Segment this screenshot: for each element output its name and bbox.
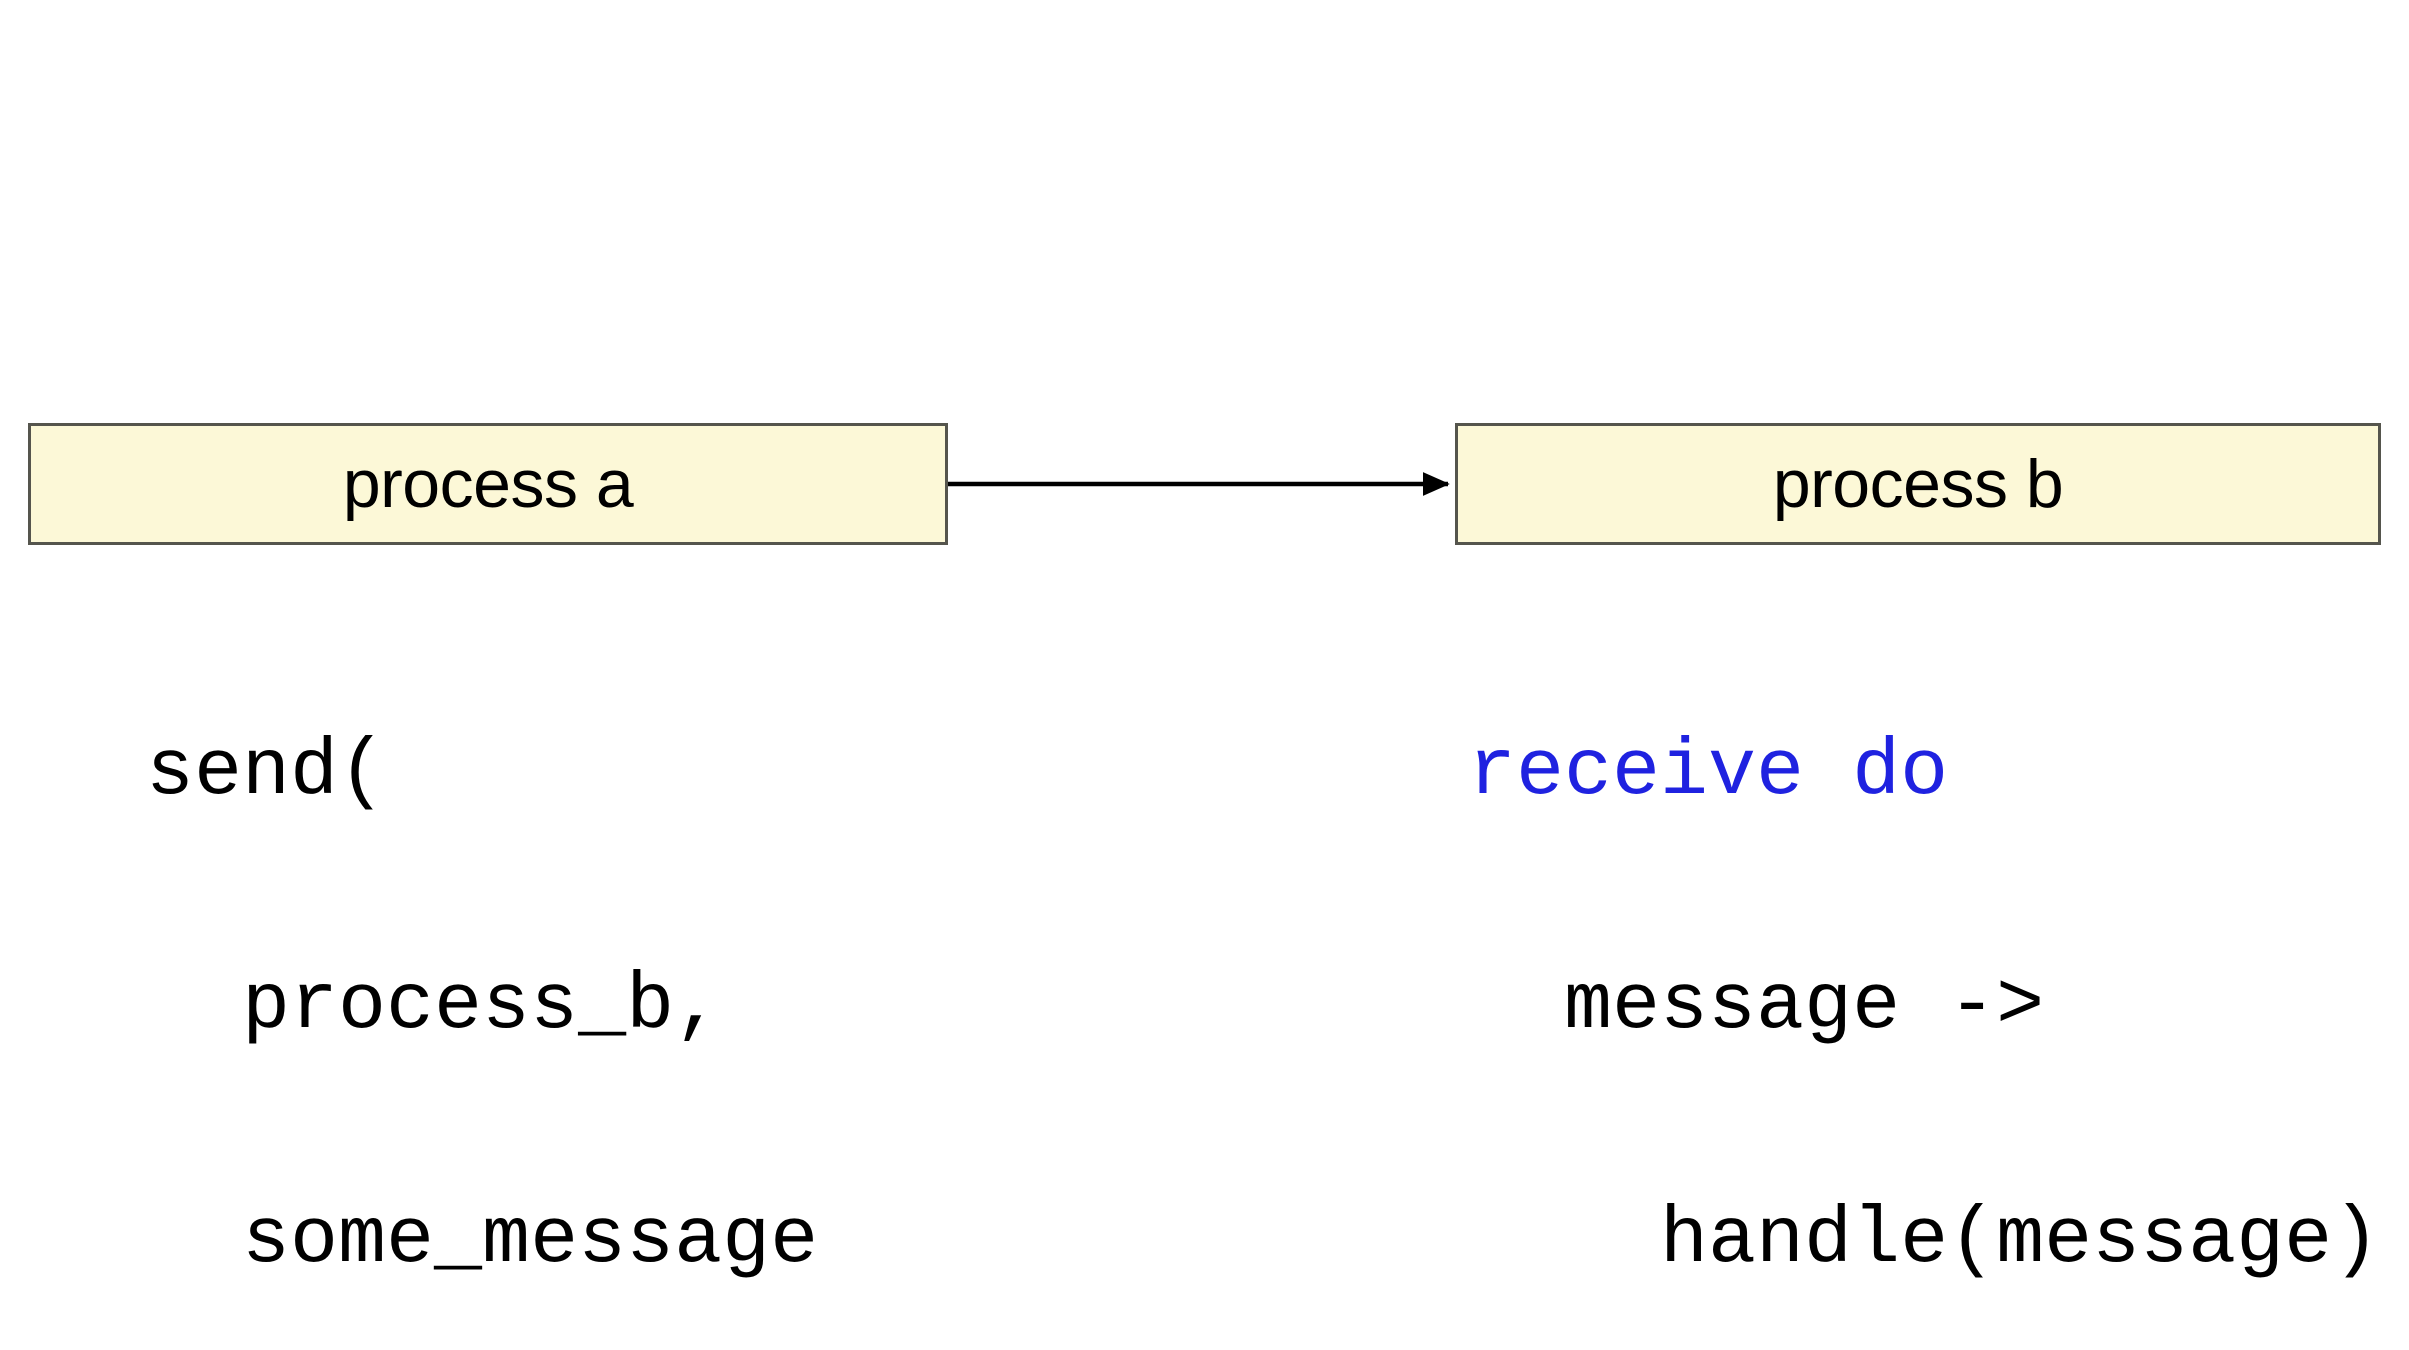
process-b-box[interactable]: process b bbox=[1455, 423, 2381, 545]
code-line: send( bbox=[146, 727, 387, 818]
process-a-code-block: send( process_b, some_message ) bbox=[146, 578, 818, 1350]
code-line: handle(message) bbox=[1468, 1195, 2381, 1286]
message-arrow bbox=[948, 472, 1450, 496]
process-a-box[interactable]: process a bbox=[28, 423, 948, 545]
code-line: message -> bbox=[1468, 961, 2045, 1052]
code-line-keyword: receive do bbox=[1468, 727, 1949, 818]
process-b-code-block: receive do message -> handle(message) en… bbox=[1468, 578, 2380, 1350]
code-line: process_b, bbox=[146, 961, 723, 1052]
process-b-title: process b bbox=[1772, 446, 2064, 522]
process-a-title: process a bbox=[342, 446, 634, 522]
code-line: some_message bbox=[146, 1195, 819, 1286]
